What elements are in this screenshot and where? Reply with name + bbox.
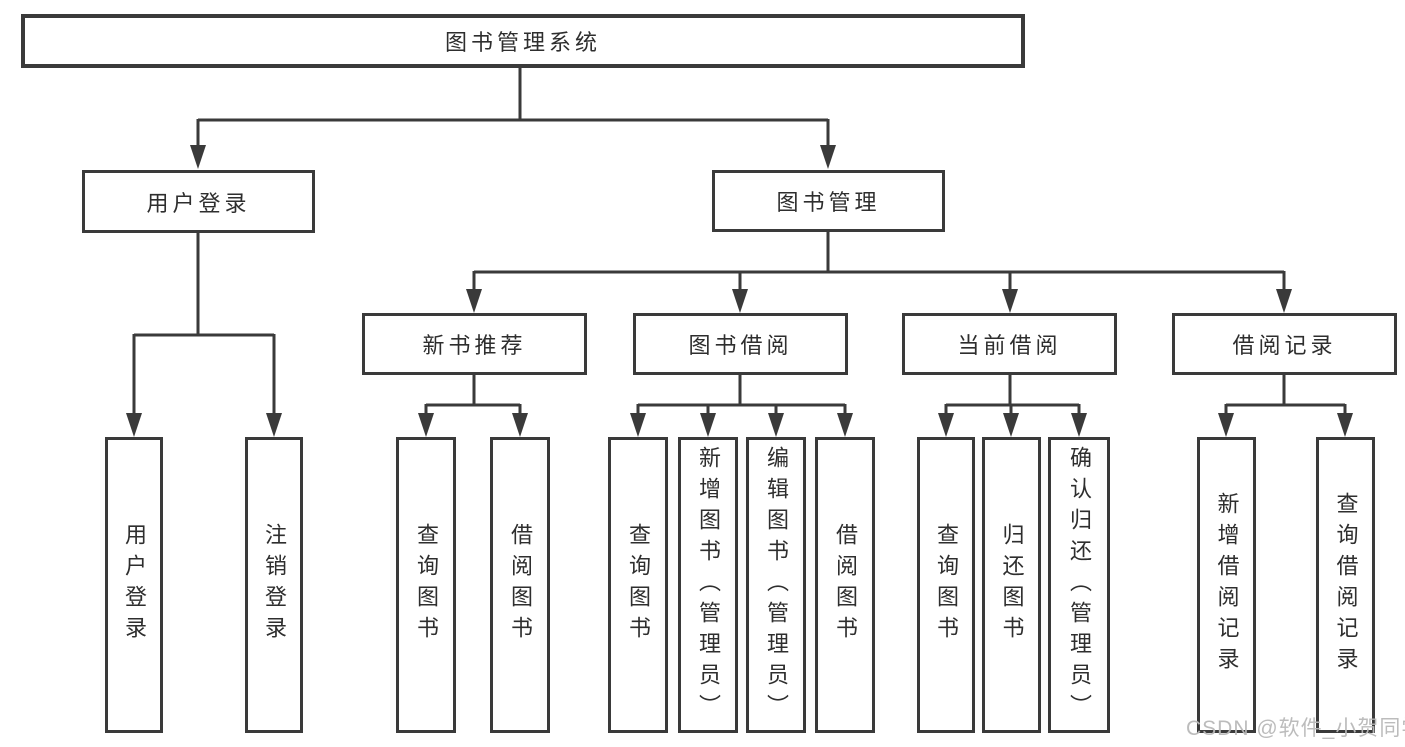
csdn-watermark: CSDN @软件_小贺同学 (1186, 717, 1405, 740)
node-return-book: 归还图书 (982, 437, 1041, 733)
node-query-books-current: 查询图书 (917, 437, 975, 733)
node-current-borrow: 当前借阅 (902, 313, 1117, 375)
node-borrow-books-leaf: 借阅图书 (815, 437, 875, 733)
node-book-management: 图书管理 (712, 170, 945, 232)
node-user-login: 用户登录 (82, 170, 315, 233)
node-library-management-system: 图书管理系统 (21, 14, 1025, 68)
node-query-borrow-record: 查询借阅记录 (1316, 437, 1375, 733)
arrowheads (126, 145, 1353, 437)
node-book-borrow: 图书借阅 (633, 313, 848, 375)
node-query-books-recommend: 查询图书 (396, 437, 456, 733)
node-user-login-leaf: 用户登录 (105, 437, 163, 733)
node-new-book-recommend: 新书推荐 (362, 313, 587, 375)
node-edit-book-admin: 编辑图书（管理员） (746, 437, 806, 733)
node-borrow-books-recommend: 借阅图书 (490, 437, 550, 733)
node-add-book-admin: 新增图书（管理员） (678, 437, 738, 733)
node-logout: 注销登录 (245, 437, 303, 733)
node-query-books-borrow: 查询图书 (608, 437, 668, 733)
node-borrow-records: 借阅记录 (1172, 313, 1397, 375)
node-confirm-return-admin: 确认归还（管理员） (1048, 437, 1110, 733)
node-add-borrow-record: 新增借阅记录 (1197, 437, 1256, 733)
